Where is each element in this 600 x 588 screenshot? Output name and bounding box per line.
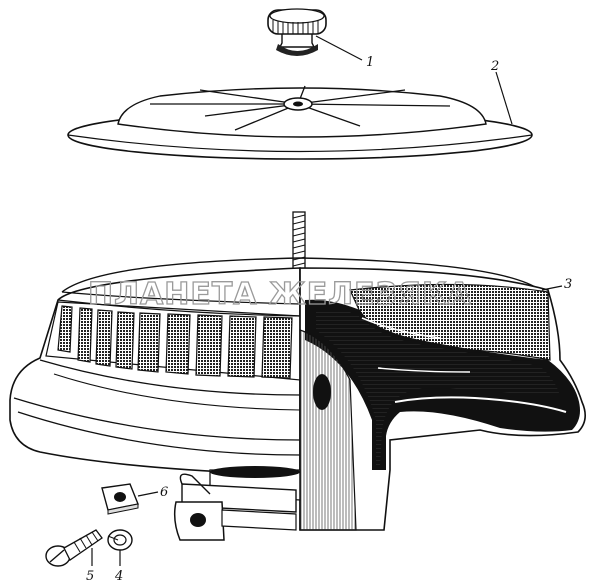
callout-1: 1 — [366, 55, 374, 70]
wing-nut-part-1 — [267, 8, 327, 56]
filter-mesh-windows — [45, 299, 301, 381]
screw-part-5 — [45, 529, 103, 567]
callout-5: 5 — [86, 569, 94, 584]
hose-clamp — [173, 473, 297, 541]
leader-lines — [91, 35, 563, 566]
callout-3: 3 — [564, 277, 572, 292]
lock-washer-part-4 — [107, 529, 133, 551]
square-nut-part-6 — [101, 483, 139, 515]
filter-cross-section — [305, 299, 580, 470]
callout-4: 4 — [114, 569, 123, 584]
callout-6: 6 — [160, 485, 168, 500]
cover-part-2 — [67, 85, 533, 160]
watermark-text: ПЛАНЕТА ЖЕЛЕЗЯКА — [88, 277, 472, 312]
callout-2: 2 — [490, 59, 499, 74]
